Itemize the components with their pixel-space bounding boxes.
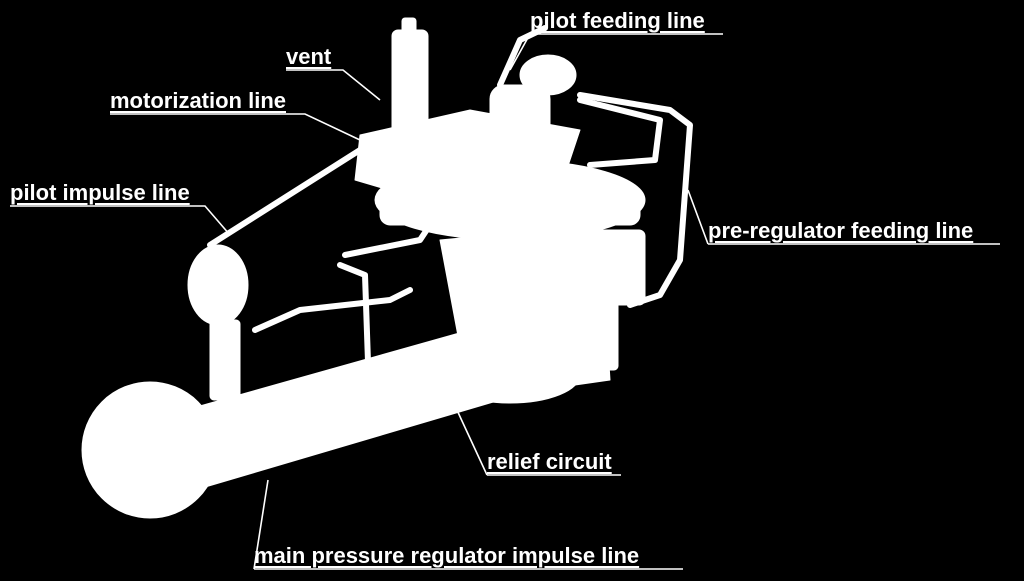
label-pilot-feeding-line: pilot feeding line bbox=[530, 8, 705, 33]
leader-main-pressure bbox=[253, 479, 683, 570]
pre-regulator-feeding-tube bbox=[577, 92, 693, 308]
motorization-tube bbox=[342, 222, 433, 258]
leader-relief bbox=[449, 394, 621, 476]
pilot-impulse-tube bbox=[207, 137, 383, 248]
label-motorization-line: motorization line bbox=[110, 88, 286, 113]
label-vent: vent bbox=[286, 44, 332, 69]
label-pilot-impulse-line: pilot impulse line bbox=[10, 180, 190, 205]
pilot-cap bbox=[519, 54, 577, 96]
side-actuator bbox=[589, 229, 646, 306]
leader-vent bbox=[286, 69, 381, 101]
vent-stack bbox=[391, 29, 429, 141]
pilot-cylinder bbox=[489, 84, 551, 161]
vent-nozzle bbox=[401, 17, 417, 39]
side-post bbox=[599, 299, 619, 371]
pipe-end-flange bbox=[81, 381, 219, 519]
relief-circuit-tube bbox=[337, 262, 373, 443]
label-pre-regulator-feeding-line: pre-regulator feeding line bbox=[708, 218, 974, 243]
pilot-feeding-tube bbox=[497, 25, 548, 88]
leader-pilot-impulse bbox=[10, 205, 231, 236]
gauge-body bbox=[187, 244, 249, 326]
pre-regulator-loop bbox=[577, 97, 663, 168]
leader-motorization bbox=[110, 113, 361, 141]
leader-pilot-feeding bbox=[509, 33, 723, 71]
impulse-return-tube bbox=[252, 287, 413, 333]
leader-pre-regulator bbox=[687, 189, 1000, 245]
label-relief-circuit: relief circuit bbox=[487, 449, 612, 474]
gauge-stem bbox=[209, 319, 241, 401]
valve-base bbox=[439, 346, 581, 404]
label-main-pressure-regulator-impulse-line: main pressure regulator impulse line bbox=[254, 543, 640, 568]
